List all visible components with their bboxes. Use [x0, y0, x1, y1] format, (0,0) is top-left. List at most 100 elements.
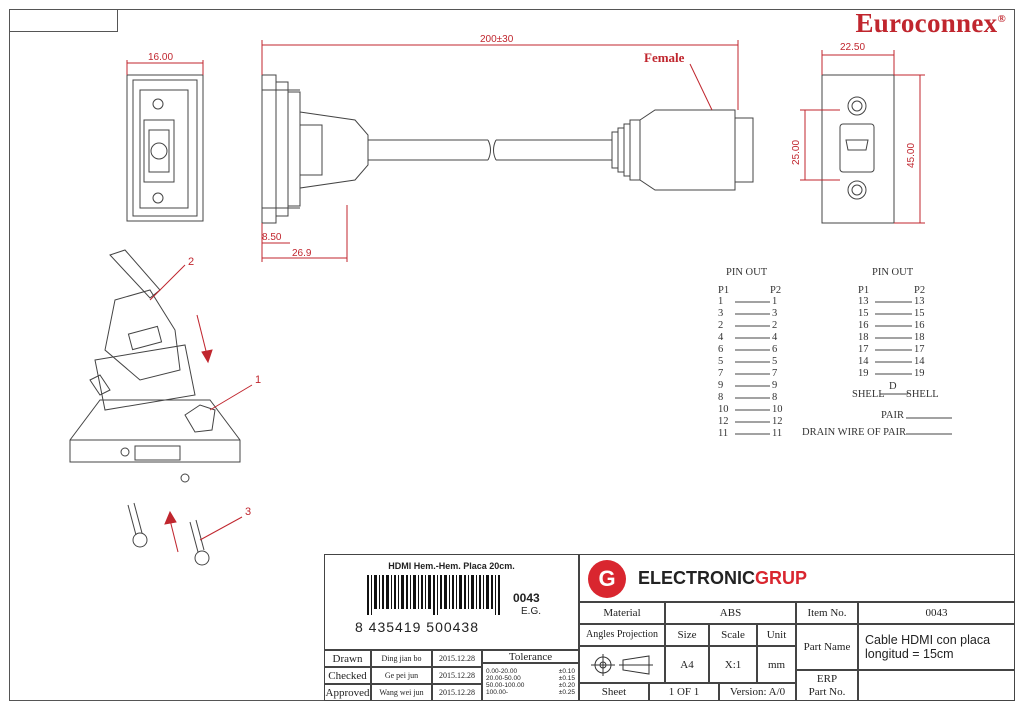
projection-icon [591, 653, 653, 676]
projection-symbol [579, 646, 665, 683]
pin-p2: 15 [914, 308, 925, 319]
erp-label: ERP [816, 672, 838, 685]
erp-part-no: ERP Part No. [796, 670, 858, 701]
pin-p2: 11 [772, 428, 783, 439]
pin-p2: 3 [772, 308, 778, 319]
pin-p1: 2 [718, 320, 724, 331]
pin-p2: 4 [772, 332, 778, 343]
part-name-value: Cable HDMI con placa longitud = 15cm [858, 624, 1015, 670]
pinout-right-p1: P1 [858, 285, 870, 296]
size-value: A4 [665, 646, 709, 683]
barcode-panel: HDMI Hem.-Hem. Placa 20cm. 8 435419 5004… [324, 554, 579, 650]
part-no-value [858, 670, 1015, 701]
pin-p1: 16 [858, 320, 869, 331]
code-number: 0043 [513, 591, 540, 605]
pin-p2: 9 [772, 380, 778, 391]
pin-p2: 6 [772, 344, 778, 355]
pin-p1: 10 [718, 404, 729, 415]
barcode-number: 8 435419 500438 [355, 619, 479, 635]
pin-p2: 12 [772, 416, 783, 427]
pin-p2: 16 [914, 320, 925, 331]
pinout-right-header: PIN OUT [872, 267, 914, 278]
pin-p1: 4 [718, 332, 724, 343]
name-approved: Wang wei jun [371, 684, 432, 701]
legend-pair: PAIR [881, 410, 904, 421]
pin-p1: 17 [858, 344, 869, 355]
item-no-label: Item No. [796, 602, 858, 624]
shell-left: SHELL [852, 389, 885, 400]
pin-p2: 2 [772, 320, 778, 331]
pin-p1: 6 [718, 344, 724, 355]
sheet-label: Sheet [579, 683, 649, 701]
material-label: Material [579, 602, 665, 624]
tolerance-label: Tolerance [482, 650, 579, 663]
corner-box [9, 9, 118, 32]
dim-plate-width: 22.50 [840, 42, 866, 53]
callout-1: 1 [255, 374, 262, 386]
pinout-left-header: PIN OUT [726, 267, 768, 278]
pin-p2: 17 [914, 344, 925, 355]
legend-drain: DRAIN WIRE OF PAIR [802, 427, 907, 438]
product-label: HDMI Hem.-Hem. Placa 20cm. [388, 561, 515, 571]
pin-p1: 11 [718, 428, 729, 439]
name-drawn: Ding jian bo [371, 650, 432, 667]
brand-logo: Euroconnex® [855, 8, 1006, 38]
item-no-value: 0043 [858, 602, 1015, 624]
dim-hdmi-height: 25.00 [791, 139, 802, 165]
part-no-label: Part No. [808, 685, 846, 698]
barcode-graphic [367, 575, 500, 615]
female-label: Female [644, 50, 685, 65]
company-name: ELECTRONICGRUP [638, 568, 808, 588]
company-panel: G ELECTRONICGRUP [579, 554, 1015, 602]
pin-p1: 7 [718, 368, 724, 379]
material-value: ABS [665, 602, 796, 624]
version: Version: A/0 [719, 683, 796, 701]
pin-p1: 15 [858, 308, 869, 319]
size-label: Size [665, 624, 709, 646]
pinout-left-p2: P2 [770, 285, 782, 296]
shell-d: D [889, 381, 897, 392]
callout-2: 2 [188, 256, 195, 268]
pin-p2: 18 [914, 332, 925, 343]
pin-p1: 13 [858, 296, 869, 307]
pin-p1: 18 [858, 332, 869, 343]
tolerance-table: 0.00-20.00±0.10 20.00-50.00±0.15 50.00-1… [482, 663, 579, 701]
sheet-value: 1 OF 1 [649, 683, 719, 701]
pinout-left-p1: P1 [718, 285, 730, 296]
callout-3: 3 [245, 506, 252, 518]
pin-p1: 14 [858, 356, 869, 367]
code-sub: E.G. [521, 606, 542, 617]
role-drawn: Drawn [324, 650, 371, 667]
company-logo-icon: G [588, 560, 626, 598]
dim-flange: 8.50 [262, 232, 282, 243]
pin-p2: 1 [772, 296, 778, 307]
shell-right: SHELL [906, 389, 939, 400]
pin-p1: 9 [718, 380, 724, 391]
scale-label: Scale [709, 624, 757, 646]
pin-p2: 8 [772, 392, 778, 403]
pin-p2: 14 [914, 356, 925, 367]
pin-p2: 19 [914, 368, 925, 379]
role-checked: Checked [324, 667, 371, 684]
dim-top-width: 16.00 [148, 52, 174, 63]
part-name-label: Part Name [796, 624, 858, 670]
date-checked: 2015.12.28 [432, 667, 482, 684]
angles-label: Angles Projection [579, 624, 665, 646]
pin-p2: 13 [914, 296, 925, 307]
date-approved: 2015.12.28 [432, 684, 482, 701]
pinout-right-p2: P2 [914, 285, 926, 296]
pin-p1: 5 [718, 356, 724, 367]
dim-body: 26.9 [292, 248, 312, 259]
front-view-outline [126, 74, 204, 222]
scale-value: X:1 [709, 646, 757, 683]
date-drawn: 2015.12.28 [432, 650, 482, 667]
pin-p1: 3 [718, 308, 724, 319]
pin-p1: 19 [858, 368, 869, 379]
pin-p2: 5 [772, 356, 778, 367]
pin-p2: 7 [772, 368, 778, 379]
pin-p1: 12 [718, 416, 729, 427]
pin-p2: 10 [772, 404, 783, 415]
dim-length: 200±30 [480, 34, 514, 45]
pin-p1: 8 [718, 392, 724, 403]
